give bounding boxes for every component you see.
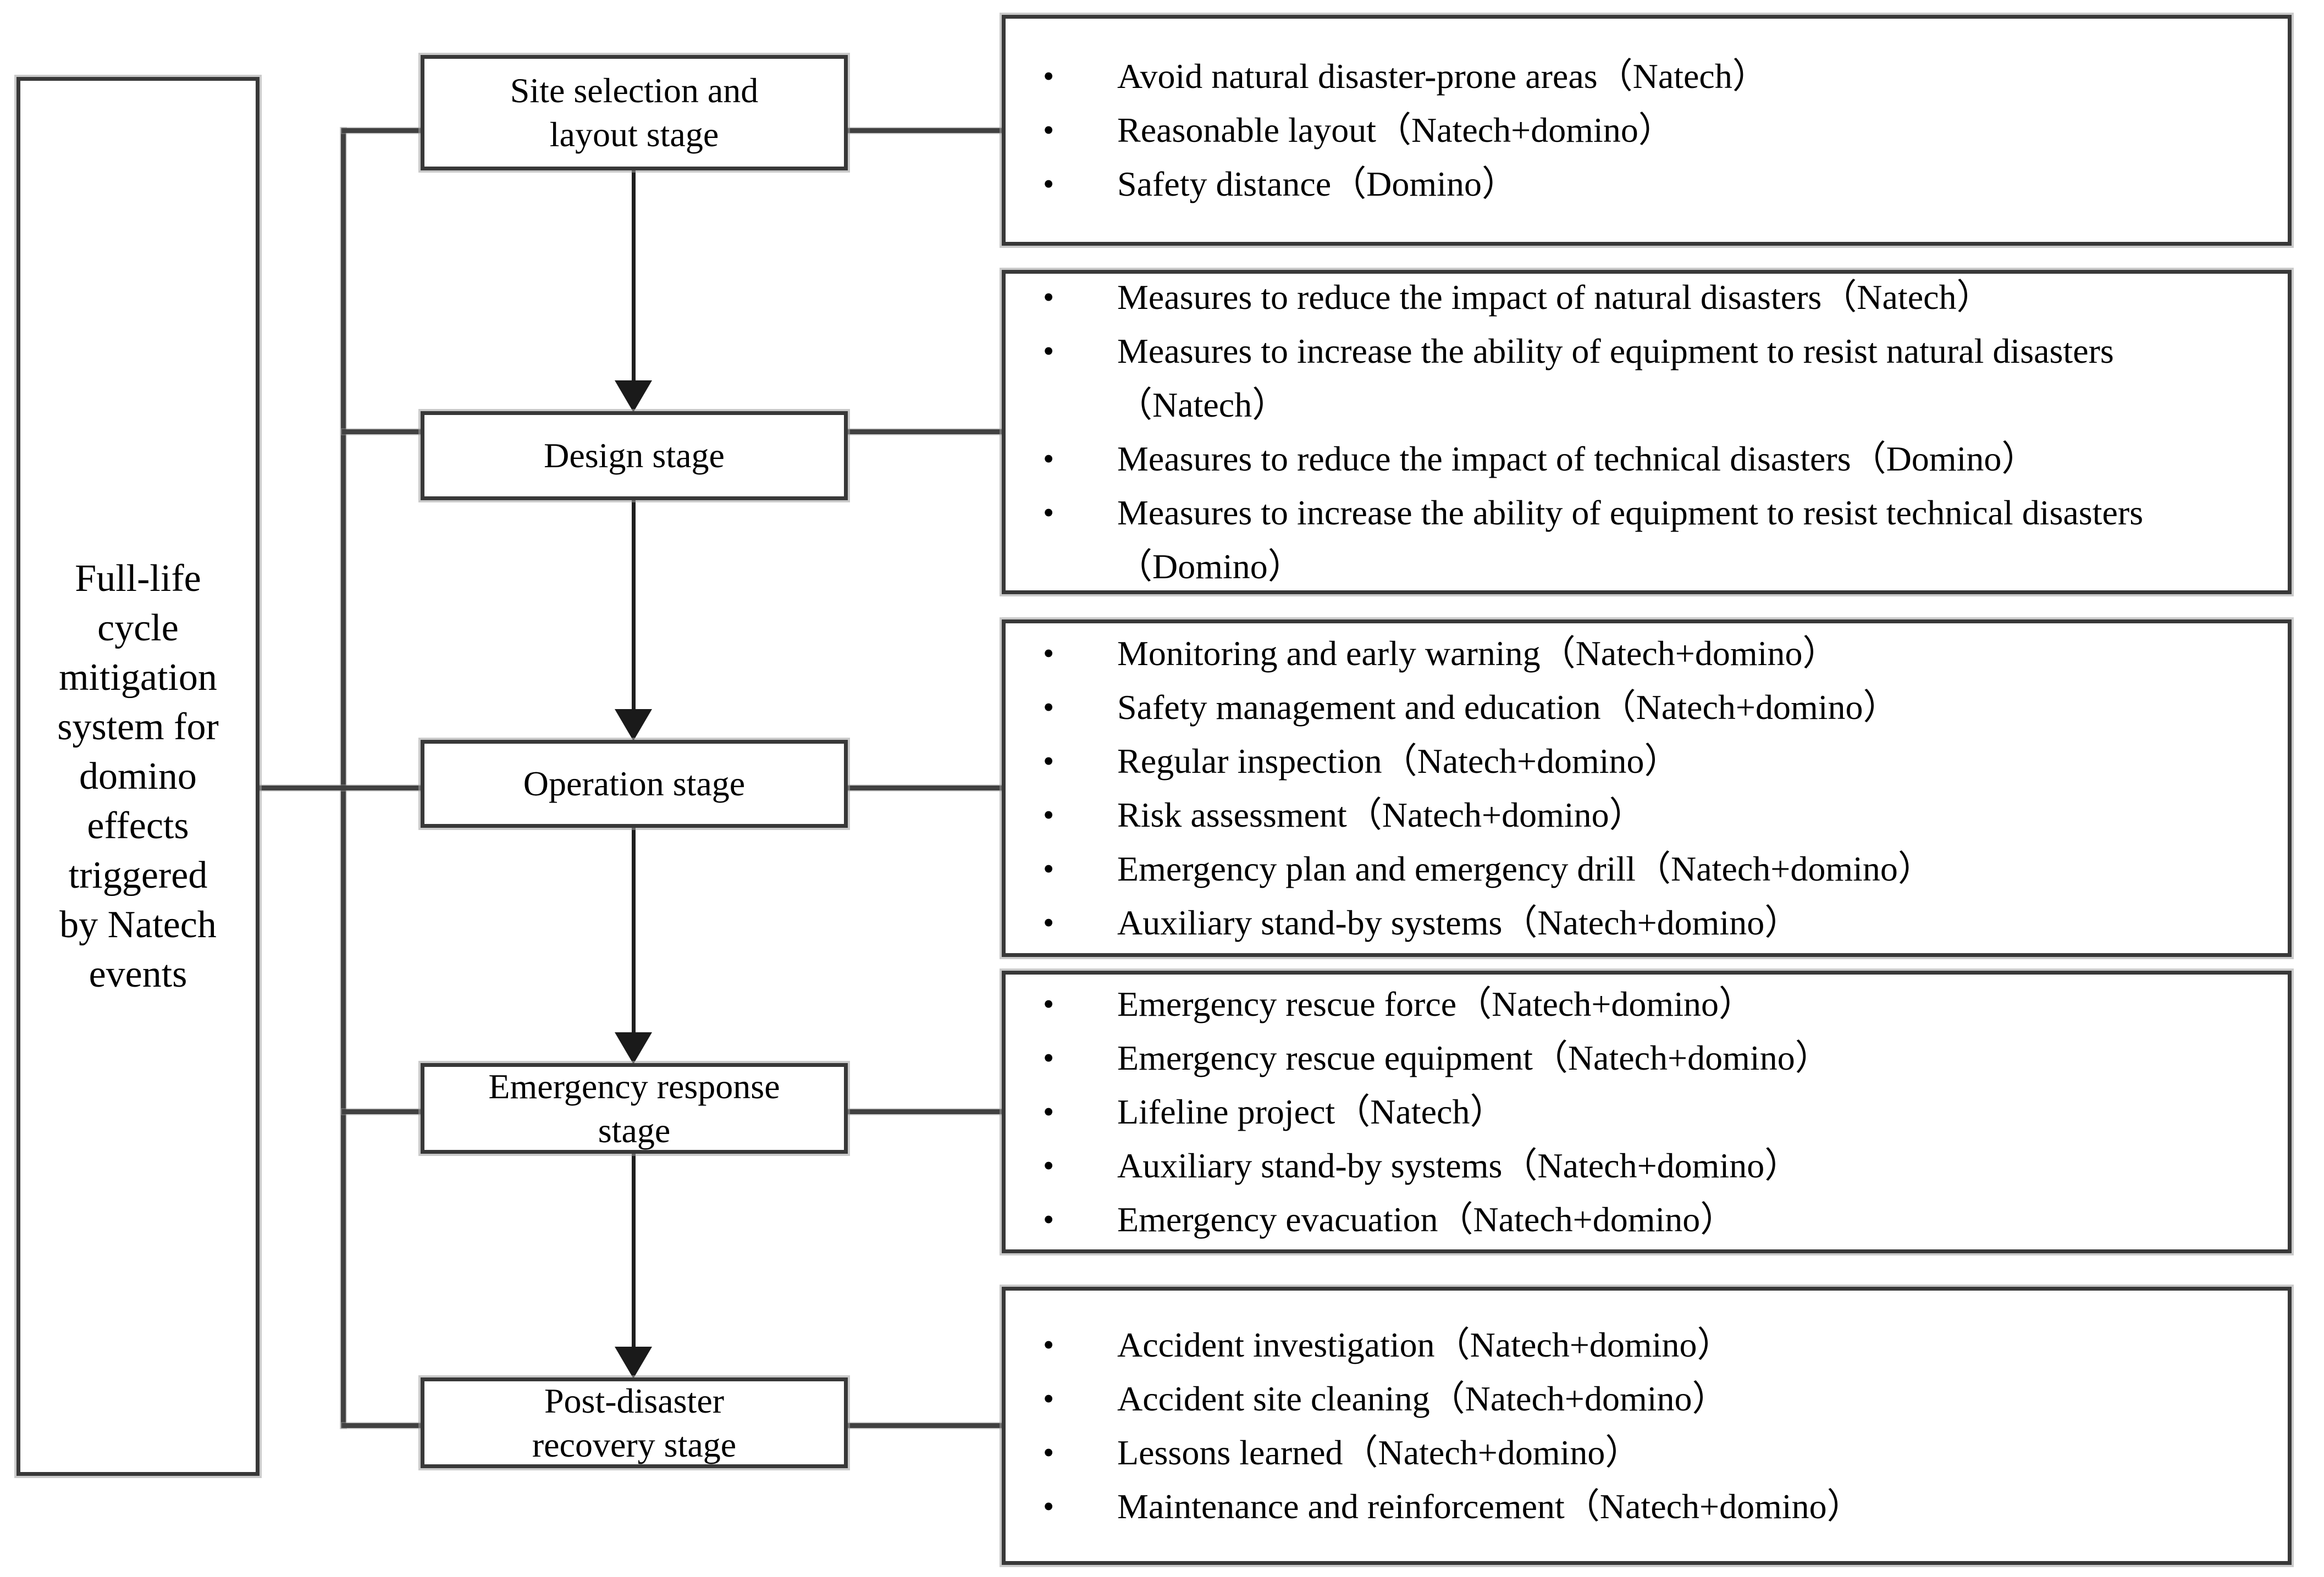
bullet-icon: • [1043, 333, 1055, 369]
list-item: • Risk assessment（Natech+domino） [1039, 788, 2266, 842]
bullet-icon: • [1043, 986, 1055, 1022]
bullet-icon: • [1043, 1435, 1055, 1470]
measures-list: • Avoid natural disaster-prone areas（Nat… [1006, 49, 2288, 211]
list-item: • Measures to reduce the impact of techn… [1039, 432, 2266, 486]
bullet-icon: • [1043, 1489, 1055, 1524]
measures-list: • Accident investigation（Natech+domino） … [1006, 1318, 2288, 1534]
bullet-icon: • [1043, 166, 1055, 202]
list-item: • Maintenance and reinforcement（Natech+d… [1039, 1480, 2266, 1534]
list-item: • Safety distance（Domino） [1039, 157, 2266, 211]
list-item: • Measures to increase the ability of eq… [1039, 486, 2266, 594]
bullet-icon: • [1043, 689, 1055, 725]
list-item: • Lessons learned（Natech+domino） [1039, 1426, 2266, 1480]
bullet-icon: • [1043, 1202, 1055, 1237]
arrow-shaft-3 [632, 825, 636, 1035]
bullet-icon: • [1043, 851, 1055, 887]
list-item: • Emergency plan and emergency drill（Nat… [1039, 842, 2266, 896]
list-item: • Lifeline project（Natech） [1039, 1085, 2266, 1139]
arrow-down-icon-3 [615, 1032, 652, 1064]
arrow-down-icon-1 [615, 380, 652, 412]
list-item: • Emergency rescue force（Natech+domino） [1039, 977, 2266, 1031]
arrow-down-icon-4 [615, 1347, 652, 1379]
list-item: • Accident investigation（Natech+domino） [1039, 1318, 2266, 1372]
stage-label: Emergency response stage [488, 1066, 780, 1150]
list-item: • Monitoring and early warning（Natech+do… [1039, 627, 2266, 680]
bullet-icon: • [1043, 1040, 1055, 1076]
stage-label: Post-disaster recovery stage [532, 1381, 737, 1464]
list-item: • Reasonable layout（Natech+domino） [1039, 103, 2266, 157]
list-item: • Measures to reduce the impact of natur… [1039, 270, 2266, 324]
measures-panel-emergency-response: • Emergency rescue force（Natech+domino） … [1000, 969, 2294, 1255]
stage-label: Operation stage [523, 764, 746, 803]
list-item: • Emergency rescue equipment（Natech+domi… [1039, 1031, 2266, 1085]
root-label: Full-life cycle mitigation system for do… [57, 557, 219, 995]
measures-list: • Monitoring and early warning（Natech+do… [1006, 627, 2288, 950]
arrow-down-icon-2 [615, 709, 652, 741]
measures-panel-site-selection: • Avoid natural disaster-prone areas（Nat… [1000, 13, 2294, 248]
arrow-shaft-4 [632, 1151, 636, 1350]
bullet-icon: • [1043, 635, 1055, 671]
list-item: • Avoid natural disaster-prone areas（Nat… [1039, 49, 2266, 103]
list-item: • Auxiliary stand-by systems（Natech+domi… [1039, 1139, 2266, 1193]
bullet-icon: • [1043, 495, 1055, 530]
bullet-icon: • [1043, 1381, 1055, 1416]
list-item: • Emergency evacuation（Natech+domino） [1039, 1193, 2266, 1247]
measures-list: • Measures to reduce the impact of natur… [1006, 270, 2288, 594]
bullet-icon: • [1043, 1148, 1055, 1183]
list-item: • Safety management and education（Natech… [1039, 680, 2266, 734]
bullet-icon: • [1043, 743, 1055, 779]
bullet-icon: • [1043, 797, 1055, 833]
measures-list: • Emergency rescue force（Natech+domino） … [1006, 977, 2288, 1247]
arrow-shaft-1 [632, 169, 636, 385]
stage-label: Design stage [544, 436, 725, 475]
stage-label: Site selection and layout stage [510, 71, 759, 154]
stage-node-operation: Operation stage [418, 738, 850, 830]
bullet-icon: • [1043, 58, 1055, 94]
arrow-shaft-2 [632, 497, 636, 712]
stage-node-post-disaster: Post-disaster recovery stage [418, 1375, 850, 1470]
stage-node-emergency-response: Emergency response stage [418, 1061, 850, 1156]
connector-trunk-vertical [341, 128, 346, 1428]
list-item: • Regular inspection（Natech+domino） [1039, 734, 2266, 788]
bullet-icon: • [1043, 441, 1055, 477]
measures-panel-post-disaster: • Accident investigation（Natech+domino） … [1000, 1285, 2294, 1567]
bullet-icon: • [1043, 905, 1055, 940]
bullet-icon: • [1043, 112, 1055, 148]
bullet-icon: • [1043, 1327, 1055, 1363]
bullet-icon: • [1043, 279, 1055, 315]
stage-node-site-selection: Site selection and layout stage [418, 53, 850, 173]
list-item: • Measures to increase the ability of eq… [1039, 324, 2266, 432]
bullet-icon: • [1043, 1094, 1055, 1130]
measures-panel-operation: • Monitoring and early warning（Natech+do… [1000, 617, 2294, 959]
measures-panel-design: • Measures to reduce the impact of natur… [1000, 268, 2294, 596]
stage-node-design: Design stage [418, 409, 850, 502]
list-item: • Auxiliary stand-by systems（Natech+domi… [1039, 896, 2266, 950]
root-node: Full-life cycle mitigation system for do… [14, 75, 262, 1478]
list-item: • Accident site cleaning（Natech+domino） [1039, 1372, 2266, 1426]
